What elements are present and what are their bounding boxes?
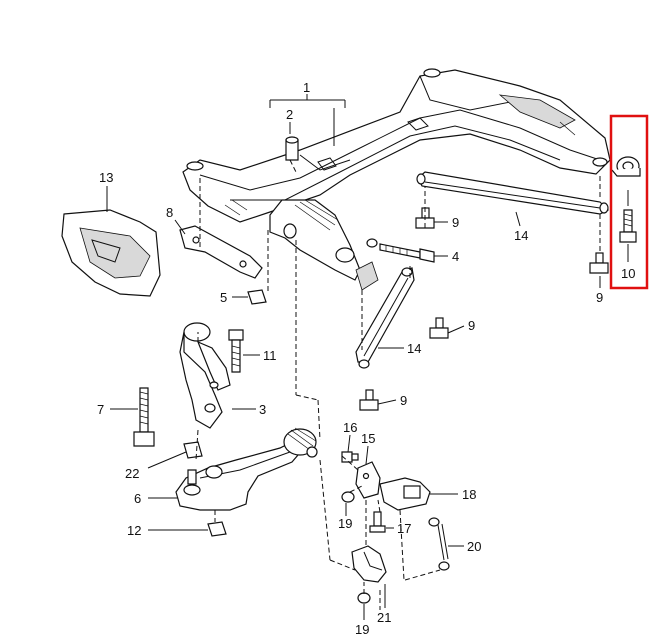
callout-1: 1: [303, 80, 310, 95]
shield-plate-13: [61, 209, 161, 297]
callout-9-d: 9: [400, 393, 407, 408]
callout-14-b: 14: [407, 341, 421, 356]
bolt-11: [228, 329, 244, 373]
callout-9-b: 9: [596, 290, 603, 305]
bushing-10: [611, 156, 641, 243]
callout-12: 12: [127, 523, 141, 538]
nut-9-d: [359, 389, 379, 411]
callout-11: 11: [263, 348, 277, 363]
assembly-lines: [195, 159, 601, 610]
callout-9-c: 9: [468, 318, 475, 333]
nut-9-c: [429, 317, 449, 339]
bracket-21: [351, 545, 387, 583]
callout-20: 20: [467, 539, 481, 554]
callout-labels: 1 2 3 4 5 6 7 8 9 9 9 9 10 11 12 13 14 1…: [97, 80, 635, 637]
bushing-2: [285, 136, 299, 161]
subframe-crossmember: [182, 68, 611, 291]
callout-16: 16: [343, 420, 357, 435]
callout-22: 22: [125, 466, 139, 481]
callout-18: 18: [462, 487, 476, 502]
callout-13: 13: [99, 170, 113, 185]
callout-5: 5: [220, 290, 227, 305]
washer-19-b: [357, 592, 371, 604]
callout-10: 10: [621, 266, 635, 281]
callout-8: 8: [166, 205, 173, 220]
callout-2: 2: [286, 107, 293, 122]
strut-14-upper: [416, 171, 610, 215]
bolt-7: [133, 387, 155, 447]
bolt-16: [341, 451, 359, 463]
washer-19-a: [341, 491, 355, 503]
callout-3: 3: [259, 402, 266, 417]
nut-12: [207, 521, 227, 537]
sensor-bracket-15: [355, 461, 381, 499]
highlight-frame: [609, 114, 649, 290]
callout-21: 21: [377, 610, 391, 625]
callout-9-a: 9: [452, 215, 459, 230]
callout-17: 17: [397, 521, 411, 536]
callout-7: 7: [97, 402, 104, 417]
callout-4: 4: [452, 249, 459, 264]
callout-14-a: 14: [514, 228, 528, 243]
callout-19-b: 19: [355, 622, 369, 637]
bracket-8: [179, 225, 263, 279]
nut-5: [247, 289, 267, 305]
nut-9-b: [589, 252, 609, 274]
leader-lines: [106, 94, 629, 620]
bolt-17: [369, 511, 386, 533]
control-arm-6: [175, 427, 318, 511]
engine-mount-3: [179, 322, 231, 429]
link-rod-20: [428, 517, 450, 571]
callout-19-a: 19: [338, 516, 352, 531]
nut-22: [183, 441, 203, 459]
callout-15: 15: [361, 431, 375, 446]
sensor-18: [379, 477, 431, 511]
callout-6: 6: [134, 491, 141, 506]
bolt-4: [366, 238, 435, 263]
